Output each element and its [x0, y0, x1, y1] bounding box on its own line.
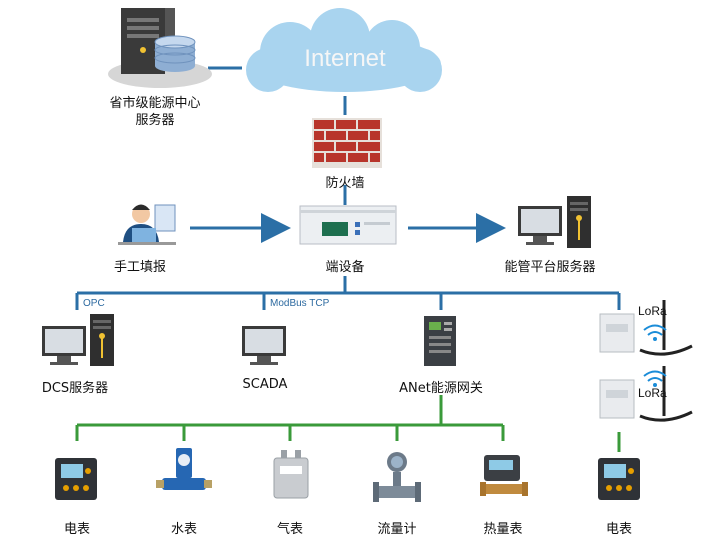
opc-protocol-label: OPC — [83, 298, 105, 309]
province-server-label-line2: 服务器 — [135, 113, 175, 128]
meter-water-label: 水表 — [170, 522, 197, 537]
lora-device-top-icon — [599, 300, 693, 356]
scada-monitor-icon — [242, 326, 286, 365]
meter-heat-label: 热量表 — [483, 522, 523, 537]
meter-electric-label: 电表 — [63, 522, 90, 537]
rack-device-icon — [299, 205, 397, 245]
electric-meter-right-icon — [598, 458, 640, 500]
lora-top-label: LoRa — [638, 304, 667, 318]
platform-server-label: 能管平台服务器 — [504, 260, 596, 275]
cloud-icon — [246, 8, 442, 92]
manual-entry-label: 手工填报 — [113, 260, 166, 275]
lora-bottom-label: LoRa — [638, 386, 667, 400]
dcs-server-icon — [42, 314, 114, 366]
database-icon — [154, 35, 196, 72]
edge-device-label: 端设备 — [325, 260, 365, 275]
province-server-label-line1: 省市级能源中心 — [109, 96, 201, 111]
firewall-icon — [312, 118, 382, 168]
gateway-icon — [424, 316, 456, 366]
meter-flow-label: 流量计 — [377, 522, 417, 537]
modbus-protocol-label: ModBus TCP — [270, 298, 330, 309]
heat-meter-icon — [480, 455, 528, 496]
lora-device-bottom-icon — [599, 366, 693, 422]
meter-electric-right-label: 电表 — [605, 522, 632, 537]
scada-label: SCADA — [242, 377, 288, 392]
connector-lines — [75, 66, 621, 452]
firewall-label: 防火墙 — [325, 176, 365, 191]
person-laptop-icon — [118, 204, 176, 245]
dcs-server-label: DCS服务器 — [41, 381, 109, 396]
flow-meter-icon — [373, 452, 421, 502]
platform-server-icon — [518, 196, 591, 248]
gas-meter-icon — [273, 450, 309, 499]
gateway-label: ANet能源网关 — [399, 381, 483, 396]
meter-gas-label: 气表 — [276, 522, 303, 537]
cloud-label: Internet — [304, 45, 386, 72]
electric-meter-icon — [55, 458, 97, 500]
water-meter-icon — [156, 448, 212, 490]
